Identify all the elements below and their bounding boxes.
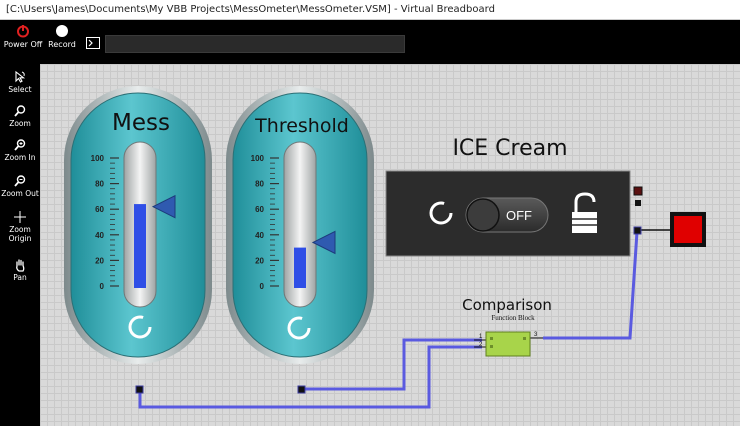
gauge-tick-label: 100: [251, 154, 265, 163]
gauge-mess-title: Mess: [112, 110, 170, 136]
gauge-mess-threshold-marker[interactable]: [151, 194, 176, 219]
gauge-mess[interactable]: Mess 100 80 60 40 20 0: [64, 86, 212, 364]
gauge-tick-label: 60: [95, 205, 104, 214]
gauge-tick-label: 20: [255, 256, 264, 265]
zoom-out-icon: [14, 175, 26, 187]
gauge-tick-label: 40: [95, 231, 104, 240]
gauge-threshold[interactable]: Threshold 100 80 60 40 20 0: [226, 86, 374, 364]
pan-icon: [16, 259, 25, 272]
gauge-mess-scale: 100 80 60 40 20 0: [91, 154, 119, 291]
toggle-label: OFF: [506, 208, 532, 223]
switch-panel-refresh-icon[interactable]: [429, 201, 453, 225]
gauge-tick-label: 0: [100, 282, 105, 291]
gauge-mess-refresh-icon: [128, 315, 152, 339]
red-indicator-led[interactable]: [674, 216, 702, 243]
select-icon: [15, 70, 26, 83]
comparison-function-block[interactable]: 1 2 3: [474, 331, 543, 357]
gauge-mess-level-bar: [134, 204, 146, 288]
zoom-icon: [14, 105, 26, 117]
terminal-mess[interactable]: [135, 385, 144, 394]
gauge-threshold-scale: 100 80 60 40 20 0: [251, 154, 279, 291]
toggle-knob: [466, 198, 500, 232]
command-input[interactable]: [105, 35, 405, 53]
record-icon: [56, 25, 68, 37]
record-label: Record: [48, 40, 76, 49]
comparison-title: Comparison: [462, 296, 552, 314]
left-tool-panel: Select Zoom Zoom In Zoom Out Zoom Origin: [0, 64, 40, 426]
zoom-out-tool-button[interactable]: Zoom Out: [0, 174, 40, 198]
gauge-threshold-marker[interactable]: [311, 230, 336, 255]
zoom-in-tool-button[interactable]: Zoom In: [0, 138, 40, 162]
power-off-button[interactable]: Power Off: [2, 24, 44, 49]
comparison-subtitle: Function Block: [491, 314, 535, 322]
gauge-threshold-title: Threshold: [254, 115, 349, 137]
record-button[interactable]: Record: [46, 24, 78, 49]
zoom-tool-label: Zoom: [9, 119, 31, 128]
gauge-threshold-refresh-icon: [287, 316, 311, 340]
comparison-pin-2-label: 2: [479, 342, 483, 348]
zoom-out-tool-label: Zoom Out: [1, 189, 39, 198]
power-off-label: Power Off: [3, 40, 43, 49]
comparison-pin-3-label: 3: [534, 332, 538, 338]
select-tool-button[interactable]: Select: [0, 70, 40, 94]
switch-panel-title: ICE Cream: [452, 136, 567, 161]
gauge-tick-label: 80: [255, 180, 264, 189]
toolbar: Power Off Record: [0, 20, 740, 64]
wire-mess-to-pin1: [302, 338, 482, 391]
comparison-block-body: [485, 331, 531, 357]
power-icon: [17, 25, 29, 38]
unlocked-padlock-icon[interactable]: [572, 192, 597, 233]
zoom-tool-button[interactable]: Zoom: [0, 104, 40, 128]
gauge-threshold-level-bar: [294, 247, 306, 288]
zoom-in-tool-label: Zoom In: [4, 153, 36, 162]
gauge-tick-label: 60: [255, 205, 264, 214]
select-tool-label: Select: [8, 85, 32, 94]
console-icon[interactable]: [86, 37, 100, 49]
terminal-threshold[interactable]: [297, 385, 306, 394]
comparison-pin-1-label: 1: [479, 334, 483, 340]
gauge-tick-label: 80: [95, 180, 104, 189]
switch-pin-mid[interactable]: [635, 200, 641, 206]
zoom-origin-tool-label: Zoom Origin: [8, 225, 32, 243]
gauge-tick-label: 20: [95, 256, 104, 265]
zoom-origin-icon: [14, 211, 26, 223]
zoom-origin-tool-button[interactable]: Zoom Origin: [0, 210, 40, 243]
pan-tool-label: Pan: [13, 273, 27, 282]
pan-tool-button[interactable]: Pan: [0, 258, 40, 282]
switch-pin-top[interactable]: [633, 186, 643, 196]
window-title: [C:\Users\James\Documents\My VBB Project…: [0, 0, 740, 20]
wire-threshold-to-pin2: [138, 345, 482, 409]
gauge-tick-label: 0: [260, 282, 265, 291]
zoom-in-icon: [14, 139, 26, 151]
switch-pin-bottom[interactable]: [633, 226, 642, 235]
gauge-threshold-tube: [283, 141, 317, 308]
gauge-tick-label: 100: [91, 154, 105, 163]
gauge-tick-label: 40: [255, 231, 264, 240]
ice-cream-toggle[interactable]: OFF: [465, 197, 549, 233]
wire-output-to-switch: [543, 231, 639, 340]
